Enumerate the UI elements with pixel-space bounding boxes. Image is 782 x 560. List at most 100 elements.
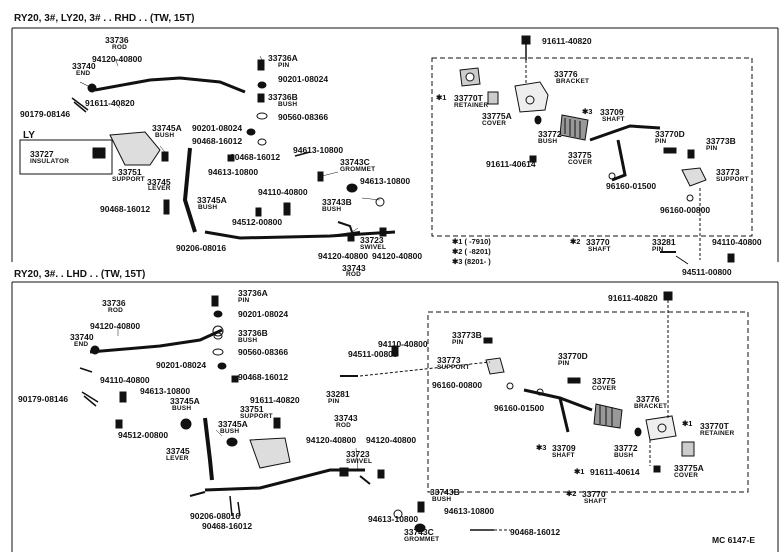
lhd-part-33772: 33772 xyxy=(614,443,638,453)
rhd-part-33736b-desc: BUSH xyxy=(278,101,298,108)
rhd-part-33770-desc: SHAFT xyxy=(588,246,611,253)
lhd-part-91611-b: 91611-40820 xyxy=(608,293,658,303)
lhd-part-94512: 94512-00800 xyxy=(118,430,169,440)
lhd-part-33776: 33776 xyxy=(636,394,660,404)
lhd-part-33743: 33743 xyxy=(334,413,358,423)
rhd-part-90201-a: 90201-08024 xyxy=(278,74,329,84)
rhd-part-33736b: 33736B xyxy=(268,92,298,102)
lhd-part-33723-desc: SWIVEL xyxy=(346,458,373,465)
lhd-part-33745a-1: 33745A xyxy=(170,396,200,406)
lhd-part-94120-b: 94120-40800 xyxy=(306,435,357,445)
rhd-part-33743c-desc: GROMMET xyxy=(340,166,376,173)
rhd-note-1: ✱1 ( -7910) xyxy=(452,237,491,246)
ly-label: LY xyxy=(23,130,35,141)
rhd-part-33751: 33751 xyxy=(118,167,142,177)
rhd-part-94511: 94511-00800 xyxy=(682,267,732,277)
rhd-part-33727: 33727 xyxy=(30,149,54,159)
rhd-part-33770d-desc: PIN xyxy=(655,138,667,145)
rhd-part-94512: 94512-00800 xyxy=(232,217,283,227)
lhd-part-33723: 33723 xyxy=(346,449,370,459)
lhd-part-33773: 33773 xyxy=(437,355,461,365)
lhd-part-33281-desc: PIN xyxy=(328,398,340,405)
rhd-part-33775a: 33775A xyxy=(482,111,512,121)
rhd-part-96160-b: 96160-00800 xyxy=(660,205,711,215)
lhd-part-33745a-1-desc: BUSH xyxy=(172,405,192,412)
lhd-part-33775-desc: COVER xyxy=(592,385,617,392)
rhd-part-33775a-desc: COVER xyxy=(482,120,507,127)
rhd-part-33770t-desc: RETAINER xyxy=(454,102,489,109)
lhd-part-33743c: 33743C xyxy=(404,527,434,537)
rhd-part-33723-desc: SWIVEL xyxy=(360,244,387,251)
rhd-part-94120-a: 94120-40800 xyxy=(92,54,143,64)
lhd-part-94120-c: 94120-40800 xyxy=(366,435,417,445)
rhd-star-2: ✱2 xyxy=(570,237,581,246)
rhd-part-33773b: 33773B xyxy=(706,136,736,146)
lhd-part-33775a: 33775A xyxy=(674,463,704,473)
lhd-part-94613-b: 94613-10800 xyxy=(368,514,419,524)
lhd-part-33751-desc: SUPPORT xyxy=(240,413,273,420)
lhd-part-90179: 90179-08146 xyxy=(18,394,69,404)
rhd-rod-33736 xyxy=(94,76,246,94)
rhd-part-91611-c: 91611-40614 xyxy=(486,159,536,169)
lhd-part-33736b-desc: BUSH xyxy=(238,337,258,344)
rhd-note-3: ✱3 (8201- ) xyxy=(452,257,491,266)
lhd-part-33745a-2: 33745A xyxy=(218,419,248,429)
lhd-star-1b: ✱1 xyxy=(574,467,585,476)
lhd-part-33736b: 33736B xyxy=(238,328,268,338)
lhd-part-96160-b: 96160-01500 xyxy=(494,403,545,413)
rhd-part-33751-desc: SUPPORT xyxy=(112,176,145,183)
lhd-part-90468-a: 90468-16012 xyxy=(202,521,253,531)
lhd-part-94110-b: 94110-40800 xyxy=(378,339,428,349)
lhd-part-90468-c: 90468-16012 xyxy=(510,527,561,537)
rhd-part-33776: 33776 xyxy=(554,69,578,79)
lhd-star-3: ✱3 xyxy=(536,443,547,452)
rhd-part-90201-b: 90201-08024 xyxy=(192,123,243,133)
rhd-part-33745a-2: 33745A xyxy=(197,195,227,205)
lhd-part-33743-desc: ROD xyxy=(336,422,352,429)
lhd-part-33743b: 33743B xyxy=(430,487,460,497)
lhd-part-33736a-desc: PIN xyxy=(238,297,250,304)
ly-inset-box xyxy=(19,139,113,175)
rhd-part-33709: 33709 xyxy=(600,107,624,117)
rhd-part-91611-a: 91611-40820 xyxy=(85,98,135,108)
rhd-part-33773-desc: SUPPORT xyxy=(716,176,749,183)
rhd-dashed-box xyxy=(431,57,753,237)
lhd-part-33709: 33709 xyxy=(552,443,576,453)
lhd-part-33745: 33745 xyxy=(166,446,190,456)
lhd-part-90201-a: 90201-08024 xyxy=(238,309,289,319)
lhd-part-33776-desc: BRACKET xyxy=(634,403,668,410)
rhd-part-90468-c: 90468-16012 xyxy=(230,152,281,162)
lhd-section-title: RY20, 3#. . LHD . . (TW, 15T) xyxy=(14,269,146,280)
rhd-part-33770t: 33770T xyxy=(454,93,483,103)
lhd-part-33770-desc: SHAFT xyxy=(584,498,607,505)
lhd-part-91611-a: 91611-40820 xyxy=(250,395,300,405)
rhd-part-91611-b: 91611-40820 xyxy=(542,36,592,46)
rhd-part-33745a-1-desc: BUSH xyxy=(155,132,175,139)
rhd-part-33772: 33772 xyxy=(538,129,562,139)
rhd-part-33743b: 33743B xyxy=(322,197,352,207)
lhd-part-33709-desc: SHAFT xyxy=(552,452,575,459)
lhd-part-33740: 33740 xyxy=(70,332,94,342)
rhd-part-94110-a: 94110-40800 xyxy=(258,187,308,197)
lhd-part-33772-desc: BUSH xyxy=(614,452,634,459)
lhd-part-90206: 90206-08016 xyxy=(190,511,241,521)
rhd-part-33775-desc: COVER xyxy=(568,159,593,166)
rhd-part-33745: 33745 xyxy=(147,177,171,187)
lhd-part-90468-b: 90468-16012 xyxy=(238,372,289,382)
lhd-part-33770d-desc: PIN xyxy=(558,360,570,367)
lhd-dashed-box xyxy=(427,311,749,493)
rhd-note-2: ✱2 ( -8201) xyxy=(452,247,491,256)
figure-code: MC 6147-E xyxy=(712,535,755,545)
lhd-part-94613-a: 94613-10800 xyxy=(140,386,191,396)
rhd-part-90560: 90560-08366 xyxy=(278,112,329,122)
rhd-part-33773: 33773 xyxy=(716,167,740,177)
rhd-section-title: RY20, 3#, LY20, 3# . . RHD . . (TW, 15T) xyxy=(14,13,195,24)
lhd-part-33770t: 33770T xyxy=(700,421,729,431)
lhd-part-33775: 33775 xyxy=(592,376,616,386)
rhd-part-33727-desc: INSULATOR xyxy=(30,158,70,165)
lhd-part-33773-desc: SUPPORT xyxy=(437,364,470,371)
rhd-part-33281-desc: PIN xyxy=(652,246,664,253)
rhd-part-33743: 33743 xyxy=(342,263,366,273)
rhd-part-90206: 90206-08016 xyxy=(176,243,227,253)
